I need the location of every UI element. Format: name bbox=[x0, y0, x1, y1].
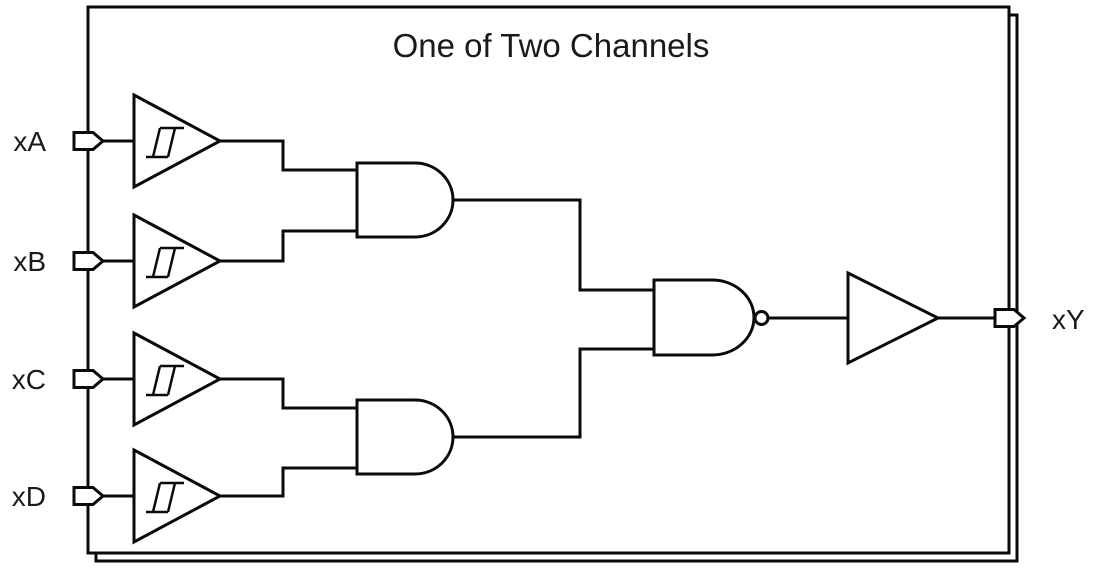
nand-inversion-bubble bbox=[753, 310, 770, 326]
output-buffer bbox=[846, 270, 942, 366]
wire-xd-to-and2 bbox=[220, 466, 357, 498]
input-label-xa: xA bbox=[13, 126, 46, 157]
input-label-xd: xD bbox=[12, 481, 46, 512]
and-gate-bottom bbox=[355, 398, 455, 476]
nand-gate-body bbox=[652, 278, 756, 357]
wire-xb-to-and1 bbox=[220, 229, 357, 263]
channel-box-front bbox=[86, 5, 1011, 555]
nand-gate bbox=[652, 278, 770, 357]
wire-and1-to-nand bbox=[452, 198, 654, 292]
wire-xa-to-and1 bbox=[220, 139, 357, 172]
wires bbox=[103, 139, 995, 498]
wire-and2-to-nand bbox=[452, 347, 654, 439]
and-gate-top bbox=[355, 161, 455, 239]
output-label-xy: xY bbox=[1052, 304, 1085, 335]
output-pin-xy bbox=[993, 308, 1026, 328]
input-label-xb: xB bbox=[13, 246, 46, 277]
input-label-xc: xC bbox=[12, 364, 46, 395]
diagram-title: One of Two Channels bbox=[393, 27, 710, 64]
wire-xc-to-and2 bbox=[220, 377, 357, 410]
